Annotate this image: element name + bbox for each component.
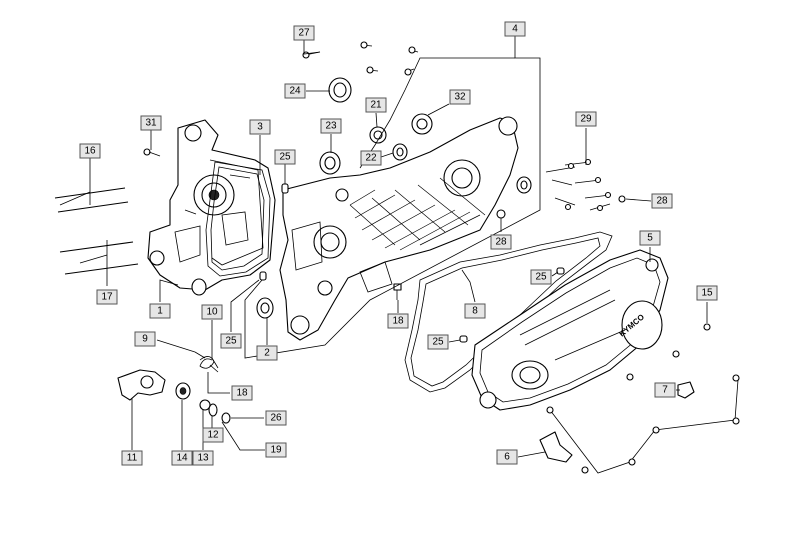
svg-text:25: 25 xyxy=(535,272,547,283)
svg-text:5: 5 xyxy=(647,233,653,244)
label-24: 24 xyxy=(284,83,306,99)
label-28: 27 xyxy=(293,25,315,41)
label-7: 7 xyxy=(654,382,676,398)
bracket-part-6 xyxy=(539,431,573,463)
label-27-right: 28 xyxy=(651,193,673,209)
label-25-cover-upper: 25 xyxy=(530,269,552,285)
svg-text:27: 27 xyxy=(298,28,310,39)
svg-text:19: 19 xyxy=(270,445,282,456)
svg-text:25: 25 xyxy=(225,336,237,347)
svg-text:3: 3 xyxy=(257,122,263,133)
bolt-part-27 xyxy=(496,195,626,219)
label-8: 8 xyxy=(464,303,486,319)
svg-text:23: 23 xyxy=(325,121,337,132)
kick-gear-part-14 xyxy=(175,382,191,400)
label-32: 32 xyxy=(449,89,471,105)
label-17: 17 xyxy=(96,289,118,305)
label-23: 23 xyxy=(320,118,342,134)
svg-text:2: 2 xyxy=(264,348,270,359)
label-20: 18 xyxy=(387,313,409,329)
clip-part-26 xyxy=(221,412,231,424)
label-14: 14 xyxy=(171,450,193,466)
bearing-part-24 xyxy=(328,77,352,103)
left-crankcase-half xyxy=(147,119,276,291)
label-2: 2 xyxy=(256,345,278,361)
kickstarter-part-11 xyxy=(117,369,166,401)
right-crankcase-half xyxy=(279,116,519,341)
svg-text:16: 16 xyxy=(84,146,96,157)
svg-text:29: 29 xyxy=(580,114,592,125)
leader-lines xyxy=(59,36,708,458)
label-13: 13 xyxy=(192,450,214,466)
label-27-center: 28 xyxy=(490,234,512,250)
svg-text:4: 4 xyxy=(512,24,518,35)
label-10: 10 xyxy=(201,304,223,320)
label-29: 29 xyxy=(575,111,597,127)
svg-text:15: 15 xyxy=(701,288,713,299)
label-18: 18 xyxy=(231,385,253,401)
label-25-cover-lower: 25 xyxy=(427,334,449,350)
svg-text:17: 17 xyxy=(101,292,113,303)
svg-text:10: 10 xyxy=(206,307,218,318)
label-1: 1 xyxy=(149,303,171,319)
bearing-right-cover xyxy=(516,176,532,194)
label-25-upper: 25 xyxy=(274,149,296,165)
svg-text:28: 28 xyxy=(495,237,507,248)
svg-text:25: 25 xyxy=(432,337,444,348)
label-31: 31 xyxy=(140,115,162,131)
svg-text:13: 13 xyxy=(197,453,209,464)
label-12: 12 xyxy=(202,427,224,443)
svg-text:14: 14 xyxy=(176,453,188,464)
bolt-part-31 xyxy=(143,148,161,157)
label-5: 5 xyxy=(639,230,661,246)
label-21: 21 xyxy=(365,97,387,113)
svg-text:11: 11 xyxy=(127,453,138,464)
svg-text:9: 9 xyxy=(142,334,148,345)
svg-text:7: 7 xyxy=(662,385,668,396)
svg-text:26: 26 xyxy=(270,413,282,424)
svg-text:22: 22 xyxy=(365,153,377,164)
svg-text:32: 32 xyxy=(454,92,466,103)
svg-text:18: 18 xyxy=(392,316,404,327)
label-3: 3 xyxy=(249,119,271,135)
svg-text:21: 21 xyxy=(370,100,382,111)
bearing-part-32 xyxy=(411,113,433,135)
label-22: 22 xyxy=(360,150,382,166)
label-25-lower: 25 xyxy=(220,333,242,349)
bolts-part-29 xyxy=(545,158,612,212)
dowel-pins xyxy=(259,183,565,343)
spring-part-18 xyxy=(194,351,219,373)
svg-text:12: 12 xyxy=(207,430,219,441)
label-26: 26 xyxy=(265,410,287,426)
long-studs-part-16-17 xyxy=(54,187,139,275)
label-9: 9 xyxy=(134,331,156,347)
washers-part-12-13 xyxy=(199,399,218,417)
svg-text:28: 28 xyxy=(656,196,668,207)
callout-labels: 27 4 24 21 32 31 3 23 29 16 25 22 28 28 … xyxy=(79,21,718,466)
label-11: 11 xyxy=(121,450,143,466)
label-6: 6 xyxy=(496,449,518,465)
cover-bolts-part-15 xyxy=(546,323,740,474)
svg-text:31: 31 xyxy=(145,118,157,129)
bearing-part-23 xyxy=(319,151,341,175)
label-16: 16 xyxy=(79,143,101,159)
svg-text:1: 1 xyxy=(157,306,163,317)
bushing-part-2 xyxy=(256,297,274,319)
svg-text:18: 18 xyxy=(236,388,248,399)
gasket-part-3 xyxy=(205,161,271,277)
bolts-part-28 xyxy=(302,41,419,76)
bushing-part-1 xyxy=(191,278,207,296)
clamp-part-7 xyxy=(677,381,695,399)
bearing-part-21 xyxy=(369,126,387,144)
label-19: 19 xyxy=(265,442,287,458)
svg-text:24: 24 xyxy=(289,86,301,97)
label-4: 4 xyxy=(504,21,526,37)
svg-text:6: 6 xyxy=(504,452,510,463)
bearing-part-22 xyxy=(392,143,408,161)
svg-text:8: 8 xyxy=(472,306,478,317)
transmission-cover-part-5: KYMCO xyxy=(471,249,669,411)
label-15: 15 xyxy=(696,285,718,301)
svg-text:25: 25 xyxy=(279,152,291,163)
